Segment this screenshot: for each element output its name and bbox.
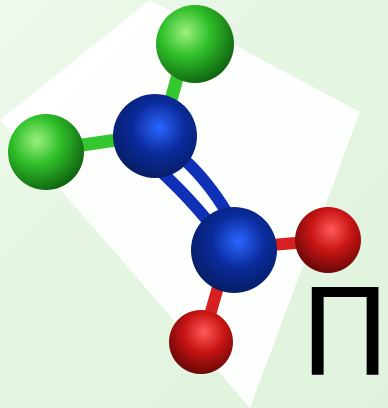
pi-glyph: Π — [300, 265, 388, 404]
atom-lower-center-ball — [191, 207, 277, 293]
backing-card — [0, 0, 360, 408]
atom-left-ball — [8, 114, 84, 190]
atom-right-ball — [295, 207, 361, 273]
atom-top-left-ball — [156, 5, 234, 83]
atom-bottom-ball — [169, 310, 233, 374]
atom-upper-center-ball — [113, 94, 197, 178]
